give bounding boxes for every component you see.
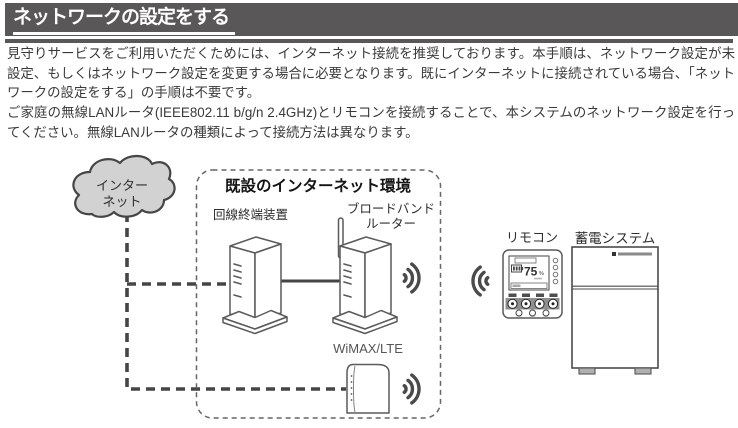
remote-lower-buttons [515,309,550,318]
page-title: ネットワークの設定をする [13,7,236,35]
broadband-router-label: ブロードバンド ルーター [346,202,436,231]
internet-connection-lines [125,213,346,391]
remote-button-bar [505,298,560,310]
wimax-label: WiMAX/LTE [333,341,403,356]
battery-system [571,246,659,375]
wifi-signal-icon-wimax [402,373,421,405]
header-rule [5,39,733,43]
remote-control-label: リモコン [505,230,558,245]
existing-environment-box [195,169,442,419]
line-terminal-label: 回線終端装置 [213,208,289,222]
remote-button-labels [508,293,558,297]
remote-side-icons [552,257,559,285]
battery-level-icon [511,264,524,273]
internet-cloud-icon [72,154,176,218]
remote-display-value: 75 [524,265,538,279]
wifi-signal-icon-router [402,262,421,294]
brand-logo-mark [612,252,652,256]
section-header-bar: ネットワークの設定をする [5,3,738,36]
setup-paragraph: ご家庭の無線LANルータ(IEEE802.11 b/g/n 2.4GHz)とリモ… [7,105,735,140]
internet-cloud-label: インター ネット [95,178,148,209]
wimax-device [346,363,390,414]
battery-system-label: 蓄電システム [574,231,656,246]
remote-control: 75 % [502,249,563,319]
existing-environment-title: 既設のインターネット環境 [224,178,411,195]
remote-display-unit: % [539,271,544,277]
intro-paragraph: 見守りサービスをご利用いただくためには、インターネット接続を推奨しております。本… [7,46,735,101]
line-terminal-device [222,236,288,335]
remote-buttons [507,298,559,309]
wifi-signal-icon-remote [471,265,490,297]
